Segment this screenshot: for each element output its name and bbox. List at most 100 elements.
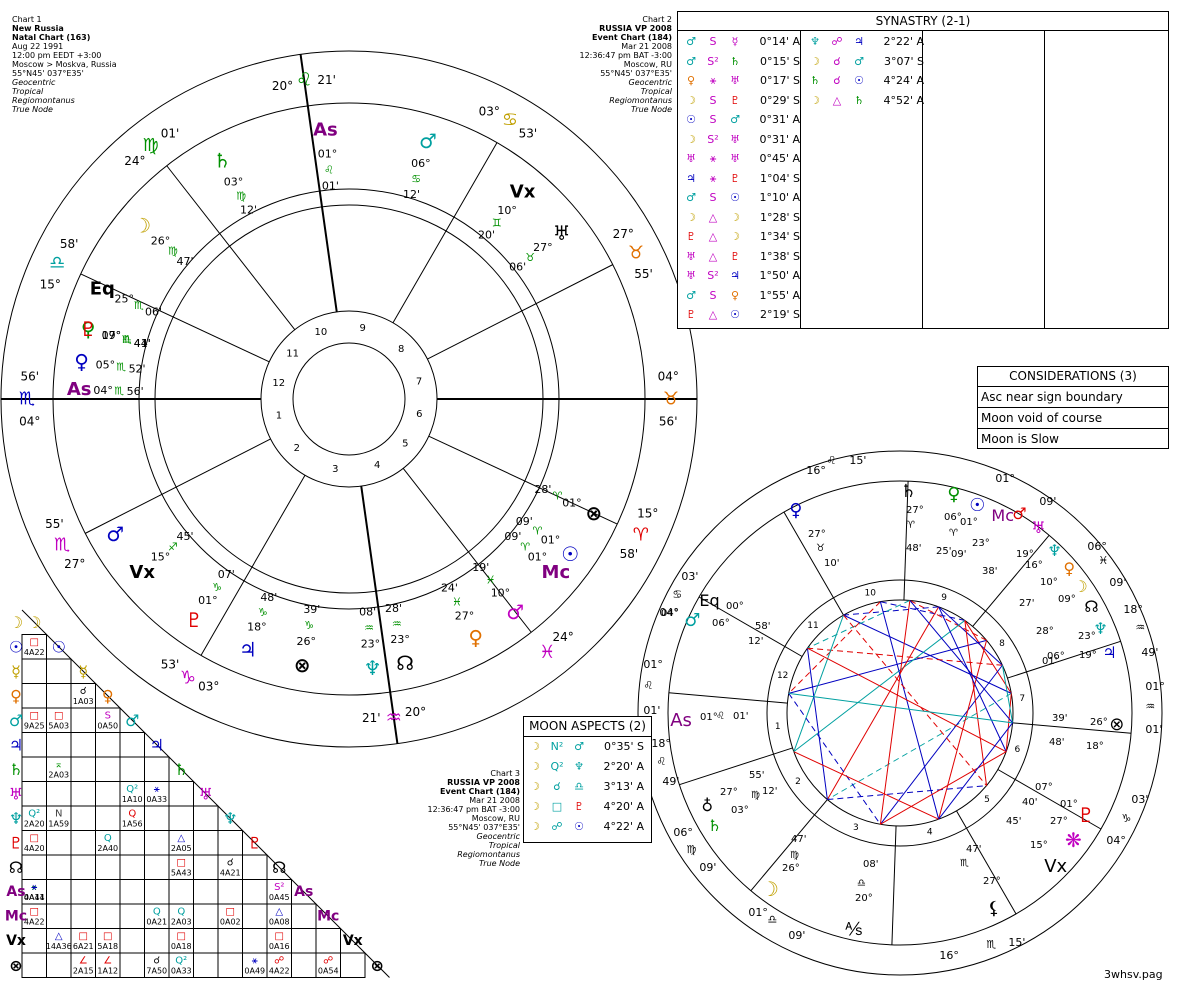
- planet-minute: 06': [145, 305, 162, 318]
- moon-aspects-panel: MOON ASPECTS (2) ☽N²♂0°35' S☽Q²♆2°20' A☽…: [523, 716, 652, 843]
- planet-sign: ♋: [411, 173, 421, 186]
- grid-aspect-glyph: □: [54, 711, 63, 722]
- grid-aspect-glyph: ☍: [274, 956, 284, 967]
- grid-aspect-orb: 4A20: [24, 844, 45, 853]
- house-number: 10: [315, 327, 328, 338]
- aspect-glyph: S: [709, 191, 717, 204]
- synastry-column-1: ♂S☿0°14' A♂S²♄0°15' S♀⚹♅0°17' S☽S♇0°29' …: [680, 32, 800, 325]
- grid-aspect-glyph: S: [105, 711, 111, 722]
- grid-aspect-glyph: ☌: [80, 686, 87, 697]
- aspect-row: ♇△☽1°34' S: [680, 227, 800, 247]
- house-number: 5: [984, 795, 990, 805]
- grid-aspect-glyph: △: [55, 931, 63, 942]
- chart-setting: Geocentric: [476, 832, 520, 841]
- grid-aspect-glyph: ⌅: [55, 760, 63, 771]
- grid-cell: [46, 952, 72, 978]
- aspect-orb: 1°28' S: [760, 210, 800, 224]
- planet-glyph: ♂: [419, 129, 437, 153]
- grid-cell: [193, 805, 219, 831]
- grid-aspect-orb: 0A45: [269, 893, 290, 902]
- grid-cell: [193, 854, 219, 880]
- aspect-glyph: N²: [550, 740, 564, 753]
- grid-aspect-orb: 1A10: [122, 795, 143, 804]
- consideration-item: Moon void of course: [978, 407, 1168, 428]
- chart-coords: 55°N45' 037°E35': [12, 69, 84, 78]
- planet-degree: 18°: [247, 621, 267, 634]
- chart-setting: True Node: [479, 859, 520, 868]
- planet-glyph: ♅: [686, 269, 696, 282]
- chart2-header: Chart 2 RUSSIA VP 2008 Event Chart (184)…: [560, 15, 672, 114]
- aspect-line: [843, 614, 987, 786]
- grid-cell: [119, 903, 145, 929]
- grid-cell: [95, 732, 121, 758]
- aspect-row: ☉S♂0°31' A: [680, 110, 800, 130]
- grid-aspect-orb: 9A25: [24, 722, 45, 731]
- aspect-glyph: △: [708, 249, 718, 263]
- aspect-orb: 0°14' A: [759, 35, 800, 48]
- grid-aspect-glyph: S²: [274, 882, 284, 893]
- aspect-orb: 2°20' A: [603, 760, 644, 773]
- grid-aspect-glyph: □: [30, 907, 39, 918]
- planet-minute: 45': [177, 530, 194, 543]
- chart-date: Mar 21 2008: [469, 796, 520, 805]
- chart-time: 12:00 pm EEDT +3:00: [12, 51, 102, 60]
- house-number: 11: [286, 349, 299, 360]
- planet-glyph: ☉: [854, 74, 864, 87]
- moon-aspect-row: ☽Q²♆2°20' A: [524, 757, 651, 777]
- aspect-orb: 2°19' S: [760, 308, 800, 321]
- grid-cell: [119, 879, 145, 905]
- grid-symbol: ♂: [125, 711, 139, 730]
- house-number: 4: [374, 460, 380, 471]
- grid-cell: [291, 928, 317, 954]
- planet-glyph: ♇: [574, 800, 584, 813]
- house-cusp-line: [1007, 640, 1121, 679]
- planet-sign: ♊: [492, 216, 502, 229]
- aspect-line: [880, 601, 965, 621]
- planet-glyph: ♂: [730, 113, 740, 126]
- planet-degree: 09°: [102, 329, 122, 342]
- planet-degree: 26°: [151, 234, 171, 247]
- cusp-minute: 55': [634, 267, 653, 281]
- grid-cell: [144, 854, 170, 880]
- aspect-glyph: △: [708, 308, 718, 321]
- planet-minute: 19': [472, 561, 489, 574]
- grid-aspect-orb: 0A08: [269, 918, 290, 927]
- house-number: 7: [1019, 694, 1025, 704]
- planet-minute: 24': [441, 581, 458, 594]
- chart-place: Moscow, RU: [471, 814, 520, 823]
- planet-sign: ♓: [486, 574, 496, 587]
- planet-minute: 56': [127, 385, 144, 398]
- cusp-degree: 24°: [124, 154, 145, 168]
- grid-aspect-orb: 2A03: [48, 771, 69, 780]
- planet-glyph: ☽: [686, 93, 696, 107]
- grid-aspect-orb: 5A43: [171, 869, 192, 878]
- chart-type: Event Chart (184): [440, 787, 520, 796]
- planet-degree: 17°: [102, 329, 122, 342]
- grid-row-symbol: ♇: [9, 833, 23, 852]
- grid-cell: [144, 830, 170, 856]
- grid-row-symbol: ☽: [9, 613, 23, 632]
- planet-glyph: ☽: [730, 230, 740, 243]
- planet-glyph: ♄: [810, 74, 820, 87]
- planet-glyph: ♇: [730, 93, 740, 107]
- aspect-row: ♀⚹♅0°17' S: [680, 71, 800, 91]
- grid-cell: [70, 707, 96, 733]
- grid-cell: [21, 732, 47, 758]
- house-number: 4: [927, 827, 933, 837]
- planet-sign: ♑: [304, 619, 314, 632]
- moon-icon: ☽: [530, 800, 540, 813]
- grid-cell: [119, 756, 145, 782]
- aspect-row: ♂S☿0°14' A: [680, 32, 800, 52]
- cusp-degree: 20°: [405, 705, 426, 719]
- cusp-sign: ♎: [49, 252, 65, 273]
- cusp-minute: 53': [519, 127, 538, 141]
- aspect-line: [807, 599, 911, 649]
- planet-glyph: ☽: [686, 210, 696, 224]
- planet-degree: 25°: [115, 292, 135, 305]
- planet-minute: 09': [504, 530, 521, 543]
- house-cusp-line: [679, 747, 793, 786]
- planet-degree: 04°: [93, 384, 113, 397]
- grid-cell: [70, 756, 96, 782]
- moon-aspect-row: ☽☌♎3°13' A: [524, 777, 651, 797]
- cusp-minute: 21': [362, 711, 381, 725]
